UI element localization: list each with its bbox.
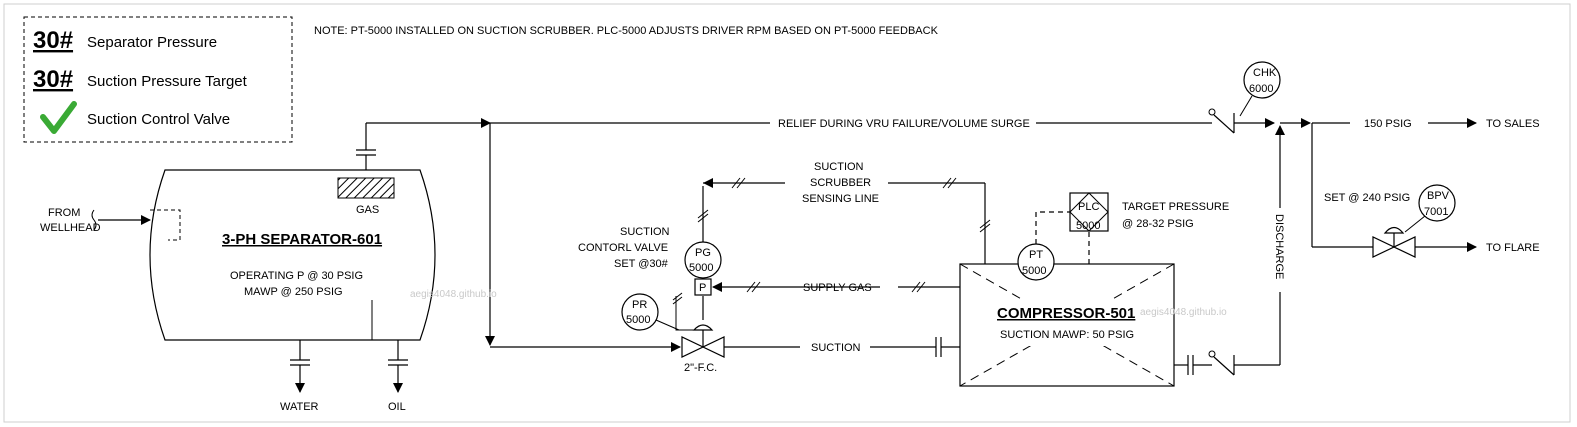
chk-num: 6000	[1249, 83, 1273, 95]
legend-symbol-separator-pressure: 30#	[33, 27, 73, 54]
to-flare-label: TO FLARE	[1486, 242, 1540, 254]
oil-label: OIL	[388, 401, 406, 413]
drawing-border	[3, 3, 1571, 423]
compressor-title: COMPRESSOR-501	[997, 305, 1135, 322]
compressor-mawp: SUCTION MAWP: 50 PSIG	[1000, 329, 1134, 341]
legend-label-suction-target: Suction Pressure Target	[87, 73, 248, 90]
separator-title: 3-PH SEPARATOR-601	[222, 231, 382, 248]
plc-controller: PLC 5000	[1069, 192, 1109, 232]
legend: 30# Separator Pressure 30# Suction Press…	[23, 16, 293, 143]
pt-num: 5000	[1022, 265, 1046, 277]
water-outlet: WATER	[280, 340, 319, 413]
pr-tag: PR	[632, 299, 647, 311]
chk-instrument	[1243, 61, 1281, 99]
pr-num: 5000	[626, 314, 650, 326]
separator-operating: OPERATING P @ 30 PSIG	[230, 270, 363, 282]
target-label-2: @ 28-32 PSIG	[1122, 218, 1194, 230]
valve-label-3: SET @30#	[614, 258, 669, 270]
suction-control-valve: P 2"-F.C.	[681, 278, 725, 374]
suction-label: SUCTION	[811, 342, 861, 354]
separator-mawp: MAWP @ 250 PSIG	[244, 286, 343, 298]
target-label-1: TARGET PRESSURE	[1122, 201, 1229, 213]
pg-num: 5000	[689, 262, 713, 274]
legend-symbol-suction-target: 30#	[33, 66, 73, 93]
bpv-instrument	[1418, 184, 1456, 222]
supply-gas-label: SUPPLY GAS	[803, 282, 872, 294]
to-sales-label: TO SALES	[1486, 118, 1540, 130]
water-label: WATER	[280, 401, 319, 413]
watermark-2: aegis4048.github.io	[1140, 307, 1227, 318]
positioner-label: P	[699, 282, 706, 294]
valve-label-2: CONTORL VALVE	[578, 242, 668, 254]
bpv-num: 7001	[1424, 206, 1448, 218]
separator-vessel: GAS 3-PH SEPARATOR-601 OPERATING P @ 30 …	[149, 169, 436, 341]
bpv-valve	[1372, 226, 1416, 258]
psig150-label: 150 PSIG	[1364, 118, 1412, 130]
gas-label: GAS	[356, 204, 379, 216]
check-icon	[40, 101, 77, 134]
compressor: COMPRESSOR-501 SUCTION MAWP: 50 PSIG	[959, 263, 1175, 387]
legend-label-separator-pressure: Separator Pressure	[87, 34, 217, 51]
pg-tag: PG	[695, 247, 711, 259]
scrubber-label-2: SCRUBBER	[810, 177, 871, 189]
set240-label: SET @ 240 PSIG	[1324, 192, 1410, 204]
bpv-tag: BPV	[1427, 190, 1450, 202]
oil-outlet: OIL	[388, 340, 408, 413]
valve-label-1: SUCTION	[620, 226, 670, 238]
valve-size-label: 2"-F.C.	[684, 362, 717, 374]
drawing-note: NOTE: PT-5000 INSTALLED ON SUCTION SCRUB…	[314, 25, 939, 37]
pr-instrument	[621, 293, 659, 331]
from-label: FROM	[48, 207, 80, 219]
plc-num: 5000	[1076, 220, 1100, 232]
scrubber-label-1: SUCTION	[814, 161, 864, 173]
pt-tag: PT	[1029, 249, 1043, 261]
relief-label: RELIEF DURING VRU FAILURE/VOLUME SURGE	[778, 118, 1030, 130]
discharge-label: DISCHARGE	[1273, 214, 1285, 279]
legend-label-control-valve: Suction Control Valve	[87, 111, 230, 128]
scrubber-label-3: SENSING LINE	[802, 193, 879, 205]
gas-hatch	[337, 177, 395, 199]
wellhead-label: WELLHEAD	[40, 222, 101, 234]
watermark: aegis4048.github.io	[410, 289, 497, 300]
chk-tag: CHK	[1253, 67, 1277, 79]
plc-tag: PLC	[1078, 201, 1099, 213]
